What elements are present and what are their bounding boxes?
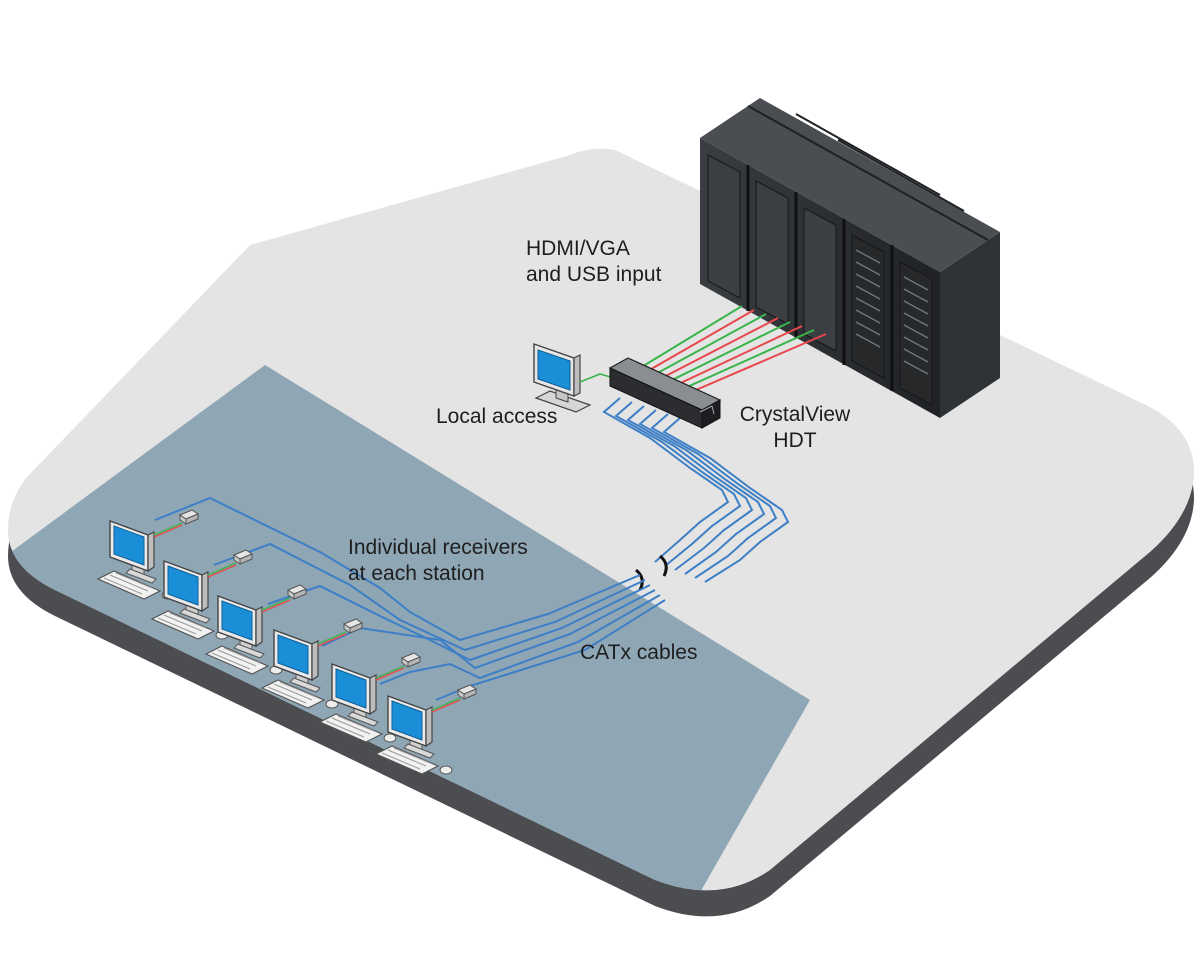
input-cables — [639, 305, 827, 397]
input-label-line1: HDMI/VGA — [526, 237, 630, 260]
catx-cable-bundle — [602, 397, 790, 583]
cables-label: CATx cables — [580, 641, 698, 664]
monitor-icon — [533, 343, 615, 413]
input-label-line2: and USB input — [526, 263, 662, 286]
receivers-label-line2: at each station — [348, 562, 485, 585]
kvm-extender-icon — [608, 357, 722, 429]
receivers-label-line1: Individual receivers — [348, 536, 528, 559]
device-label: CrystalView HDT — [728, 402, 862, 454]
station-cables — [154, 496, 666, 701]
receivers-label: Individual receivers at each station — [348, 535, 528, 587]
input-label: HDMI/VGA and USB input — [526, 236, 661, 288]
local-access-label: Local access — [436, 405, 558, 428]
device-label-line2: HDT — [773, 429, 817, 452]
device-label-line1: CrystalView — [739, 403, 851, 426]
cable-break-icon — [635, 554, 668, 591]
server-rack-icon — [700, 98, 1000, 418]
